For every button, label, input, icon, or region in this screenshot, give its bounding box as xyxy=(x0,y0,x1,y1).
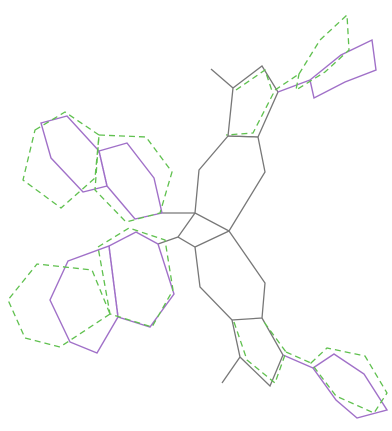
a-lower-left-ring-2 xyxy=(49,245,119,354)
b-lower-right-link xyxy=(285,351,312,364)
a-upper-right-link xyxy=(277,79,311,93)
lower-left-aryl-link xyxy=(157,236,179,245)
b-upper-left-ring-1 xyxy=(22,111,100,209)
upper-six-ring xyxy=(194,135,266,232)
lower-five-ring xyxy=(231,317,284,388)
lower-methyl-bond xyxy=(221,356,241,384)
lower-six-ring xyxy=(194,230,266,321)
a-upper-right-phenyl xyxy=(309,38,377,100)
b-lower-left-ring-2 xyxy=(7,263,111,348)
b-upper-right-link xyxy=(274,73,300,91)
b-upper-five-ring xyxy=(225,68,274,136)
a-lower-left-ring-1 xyxy=(108,231,175,328)
shared-core-bonds xyxy=(157,65,284,388)
structure-b-bonds xyxy=(7,13,388,414)
a-lower-right-phenyl xyxy=(312,353,389,419)
b-upper-right-phenyl xyxy=(295,13,350,92)
b-lower-right-phenyl xyxy=(310,347,388,414)
a-lower-right-link xyxy=(282,354,314,369)
b-lower-five-ring xyxy=(233,321,287,385)
upper-five-ring xyxy=(227,65,279,138)
structure-a-bonds xyxy=(40,38,389,419)
central-bridge xyxy=(177,212,230,248)
a-upper-left-ring-2 xyxy=(98,142,163,220)
b-upper-left-ring-2 xyxy=(94,134,173,223)
upper-methyl-bond xyxy=(210,68,234,89)
